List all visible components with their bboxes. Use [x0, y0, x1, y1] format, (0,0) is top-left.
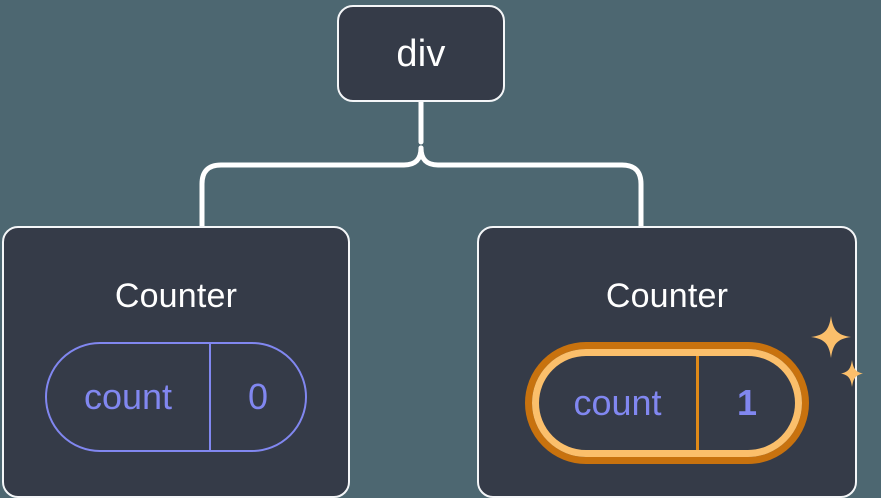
state-pill-right-value: 1 [736, 382, 758, 423]
state-pill-left-value: 0 [247, 376, 269, 417]
state-pill-right-key: count [539, 356, 699, 450]
sparkle-small-icon [841, 360, 863, 387]
node-div-label: div [396, 32, 446, 75]
state-pill-left-wrap: count 0 [45, 342, 307, 452]
node-counter-left[interactable]: Counter count 0 [2, 226, 350, 498]
state-pill-right[interactable]: count 1 [525, 342, 809, 464]
state-pill-right-inner-ring: count 1 [532, 349, 802, 457]
state-pill-right-wrap: count 1 [525, 316, 863, 464]
state-pill-left-key: count [47, 344, 211, 450]
node-counter-left-title: Counter [114, 277, 238, 315]
state-pill-left[interactable]: count 0 [45, 342, 307, 452]
connector-to-left-child [199, 145, 424, 229]
node-counter-right[interactable]: Counter count 1 [477, 226, 863, 498]
sparkle-large-icon [811, 316, 851, 358]
node-counter-right-title: Counter [605, 277, 729, 315]
node-div[interactable]: div [337, 5, 505, 102]
connector-to-right-child [418, 145, 644, 229]
sparkles-icon [811, 316, 863, 387]
